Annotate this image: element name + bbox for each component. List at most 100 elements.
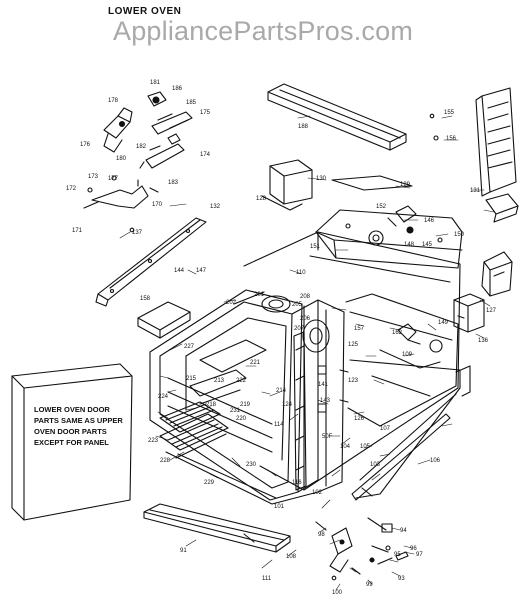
callout-144: 144 <box>174 268 185 274</box>
callout-185: 185 <box>186 100 197 106</box>
callout-215: 215 <box>186 376 197 382</box>
kick-panel <box>143 503 291 553</box>
callout-95: 95 <box>394 552 401 558</box>
callout-230: 230 <box>246 462 257 468</box>
callout-231: 231 <box>230 408 241 414</box>
callout-109: 109 <box>402 352 413 358</box>
callout-137: 137 <box>132 230 143 236</box>
fan-149 <box>429 339 443 353</box>
oven-door-panel <box>11 363 133 521</box>
callout-116: 116 <box>292 480 302 486</box>
callout-177: 177 <box>108 176 119 182</box>
callout-218: 218 <box>206 402 217 408</box>
watermark-text: AppliancePartsPros.com <box>112 16 414 46</box>
vent-duct-131 <box>475 87 519 223</box>
callout-50F: 50F <box>322 434 333 440</box>
callout-125: 125 <box>348 342 359 348</box>
callout-105: 105 <box>360 444 371 450</box>
callout-221: 221 <box>250 360 261 366</box>
callout-106: 106 <box>430 458 441 464</box>
callout-131: 131 <box>470 188 481 194</box>
oven-racks <box>159 401 229 459</box>
callout-176: 176 <box>80 142 91 148</box>
callout-183: 183 <box>168 180 179 186</box>
callout-201: 201 <box>254 292 265 298</box>
motor-162 <box>397 323 417 341</box>
callout-224: 224 <box>158 394 169 400</box>
callout-147: 147 <box>196 268 207 274</box>
door-note-line: EXCEPT FOR PANEL <box>34 438 109 447</box>
box-130 <box>261 159 313 211</box>
callout-228: 228 <box>160 458 171 464</box>
callout-103: 103 <box>370 462 381 468</box>
callout-98: 98 <box>318 532 325 538</box>
callout-107: 107 <box>380 426 391 432</box>
callout-175: 175 <box>200 110 211 116</box>
strip-129 <box>331 175 413 191</box>
callout-132: 132 <box>210 204 221 210</box>
callout-128: 128 <box>256 196 267 202</box>
callout-156: 156 <box>446 136 457 142</box>
door-note-line: OVEN DOOR PARTS <box>34 427 107 436</box>
callout-124: 124 <box>282 402 293 408</box>
callout-157: 157 <box>354 326 365 332</box>
base-frame-106 <box>349 359 471 501</box>
callout-91: 91 <box>180 548 187 554</box>
callout-170: 170 <box>152 202 163 208</box>
top-channel-188 <box>267 83 407 151</box>
callout-227: 227 <box>184 344 195 350</box>
callout-223: 223 <box>148 438 159 444</box>
callout-214: 214 <box>276 388 287 394</box>
callout-182: 182 <box>136 144 147 150</box>
door-note-line: PARTS SAME AS UPPER <box>34 416 123 425</box>
callout-171: 171 <box>72 228 83 234</box>
callout-180: 180 <box>116 156 127 162</box>
callout-206: 206 <box>300 316 311 322</box>
bracket-158 <box>137 301 191 339</box>
callout-104: 104 <box>340 444 351 450</box>
callout-151: 151 <box>310 244 321 250</box>
callout-114: 114 <box>274 422 284 428</box>
leader-lines <box>119 115 495 591</box>
oven-cavity <box>149 231 461 505</box>
callout-102: 102 <box>312 490 323 496</box>
callout-100: 100 <box>332 590 343 596</box>
side-rail-132 <box>95 217 207 307</box>
callout-129: 129 <box>400 182 411 188</box>
callout-188: 188 <box>298 124 309 130</box>
callout-150: 150 <box>454 232 465 238</box>
callout-186: 186 <box>172 86 183 92</box>
callout-181: 181 <box>150 80 161 86</box>
callout-94: 94 <box>400 528 407 534</box>
callout-130: 130 <box>316 176 327 182</box>
callout-145: 145 <box>422 242 433 248</box>
control-panel-150 <box>315 205 463 269</box>
callout-155: 155 <box>444 110 455 116</box>
callout-123: 123 <box>348 378 359 384</box>
callout-152: 152 <box>376 204 387 210</box>
callout-229: 229 <box>204 480 215 486</box>
callout-126: 126 <box>354 416 365 422</box>
callout-174: 174 <box>200 152 211 158</box>
door-note-line: LOWER OVEN DOOR <box>34 405 110 414</box>
callout-146: 146 <box>424 218 435 224</box>
callout-220: 220 <box>236 416 247 422</box>
callout-108: 108 <box>286 554 297 560</box>
callout-143: 143 <box>320 398 331 404</box>
callout-93: 93 <box>398 576 405 582</box>
callout-149: 149 <box>438 320 449 326</box>
door-note: LOWER OVEN DOOR PARTS SAME AS UPPER OVEN… <box>34 404 144 448</box>
callout-97: 97 <box>416 552 423 558</box>
callout-162: 162 <box>392 330 403 336</box>
bracket-127 <box>481 251 513 297</box>
callout-207: 207 <box>294 326 305 332</box>
callout-178: 178 <box>108 98 119 104</box>
callout-219: 219 <box>240 402 251 408</box>
callout-148: 148 <box>404 242 415 248</box>
hinge-bracket-parts <box>83 91 193 209</box>
callout-99: 99 <box>366 582 373 588</box>
side-rails <box>293 331 349 491</box>
